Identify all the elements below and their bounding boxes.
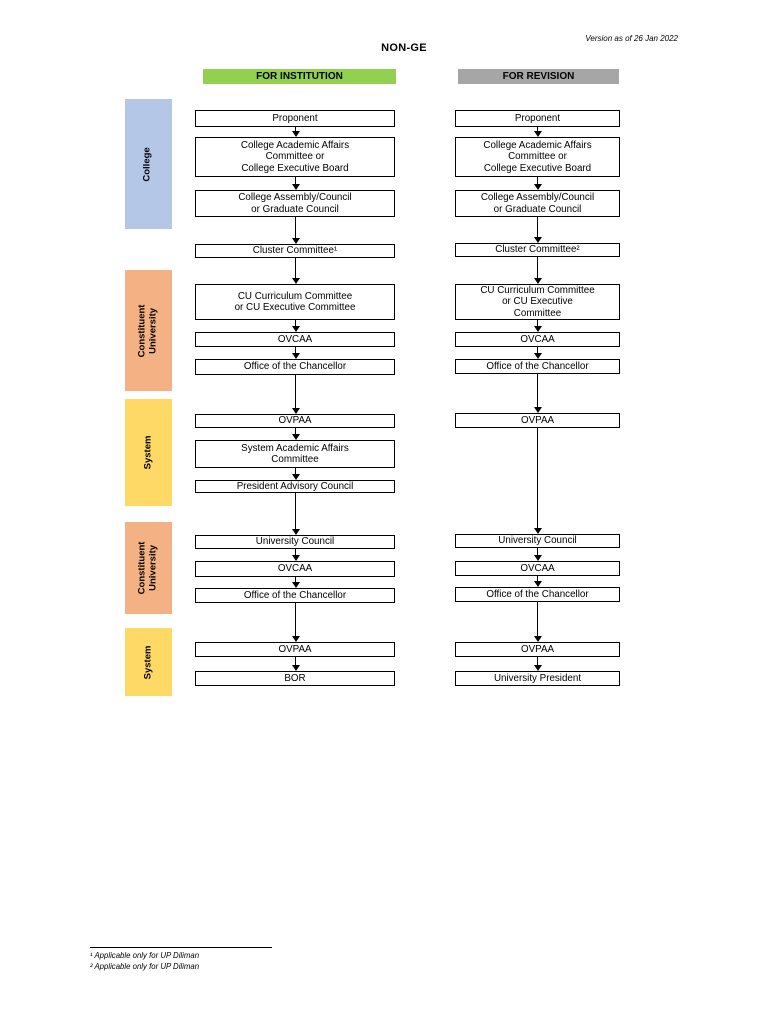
revision-box-office-of-the-chancellor-2: Office of the Chancellor [455,587,620,602]
version-note: Version as of 26 Jan 2022 [585,34,678,43]
footnote-2: ² Applicable only for UP Diliman [90,962,200,971]
flow-arrow [291,603,300,642]
institution-box-proponent: Proponent [195,110,395,127]
institution-box-ovcaa-1: OVCAA [195,332,395,347]
flow-arrow [533,217,542,243]
flow-arrow [291,468,300,480]
sidebar-label-constituent-university-1: Constituent University [125,270,172,391]
sidebar-label-text: Constituent University [136,304,159,357]
sidebar-label-system-1: System [125,399,172,506]
sidebar-label-text: Constituent University [136,541,159,595]
flow-arrow [533,657,542,671]
flow-arrow [533,347,542,359]
revision-box-ovpaa-2: OVPAA [455,642,620,657]
flow-arrow [291,577,300,588]
revision-box-cu-curriculum-committee: CU Curriculum Committee or CU Executive … [455,284,620,320]
flow-arrow [533,548,542,561]
revision-box-ovpaa-1: OVPAA [455,413,620,428]
institution-box-college-academic-affairs: College Academic Affairs Committee or Co… [195,137,395,177]
flow-arrow [291,428,300,440]
institution-box-office-of-the-chancellor-2: Office of the Chancellor [195,588,395,603]
institution-box-cu-curriculum-committee: CU Curriculum Committee or CU Executive … [195,284,395,320]
sidebar-label-constituent-university-2: Constituent University [125,522,172,614]
page-title: NON-GE [381,42,427,54]
flow-arrow [291,320,300,332]
flow-arrow [533,576,542,587]
revision-box-proponent: Proponent [455,110,620,127]
flow-arrow [291,258,300,284]
flow-arrow [533,374,542,413]
flow-arrow [291,217,300,244]
revision-box-college-academic-affairs: College Academic Affairs Committee or Co… [455,137,620,177]
flow-arrow [533,428,542,534]
institution-box-ovcaa-2: OVCAA [195,561,395,577]
flow-arrow [291,347,300,359]
flow-arrow [533,177,542,190]
column-header-revision: FOR REVISION [458,69,619,84]
institution-box-college-assembly: College Assembly/Council or Graduate Cou… [195,190,395,217]
sidebar-label-text: System [142,435,154,470]
revision-box-university-council: University Council [455,534,620,548]
flow-arrow [533,602,542,642]
revision-box-university-president: University President [455,671,620,686]
flow-arrow [291,127,300,137]
column-header-institution: FOR INSTITUTION [203,69,396,84]
revision-box-office-of-the-chancellor-1: Office of the Chancellor [455,359,620,374]
flow-arrow [291,375,300,414]
institution-box-office-of-the-chancellor-1: Office of the Chancellor [195,359,395,375]
institution-box-cluster-committee: Cluster Committee¹ [195,244,395,258]
flow-arrow [533,257,542,284]
revision-box-ovcaa-2: OVCAA [455,561,620,576]
sidebar-label-college: College [125,99,172,229]
revision-box-college-assembly: College Assembly/Council or Graduate Cou… [455,190,620,217]
revision-box-cluster-committee: Cluster Committee² [455,243,620,257]
institution-box-system-academic-affairs: System Academic Affairs Committee [195,440,395,468]
institution-box-president-advisory-council: President Advisory Council [195,480,395,493]
flow-arrow [291,177,300,190]
sidebar-label-text: System [142,645,154,679]
institution-box-ovpaa-1: OVPAA [195,414,395,428]
institution-box-ovpaa-2: OVPAA [195,642,395,657]
institution-box-bor: BOR [195,671,395,686]
sidebar-label-system-2: System [125,628,172,696]
footnote-1: ¹ Applicable only for UP Diliman [90,951,200,960]
flow-arrow [533,320,542,332]
institution-box-university-council: University Council [195,535,395,549]
footnote-divider [90,947,272,948]
revision-box-ovcaa-1: OVCAA [455,332,620,347]
sidebar-label-text: College [142,146,154,182]
flow-arrow [291,657,300,671]
flow-arrow [291,493,300,535]
flow-arrow [291,549,300,561]
flow-arrow [533,127,542,137]
